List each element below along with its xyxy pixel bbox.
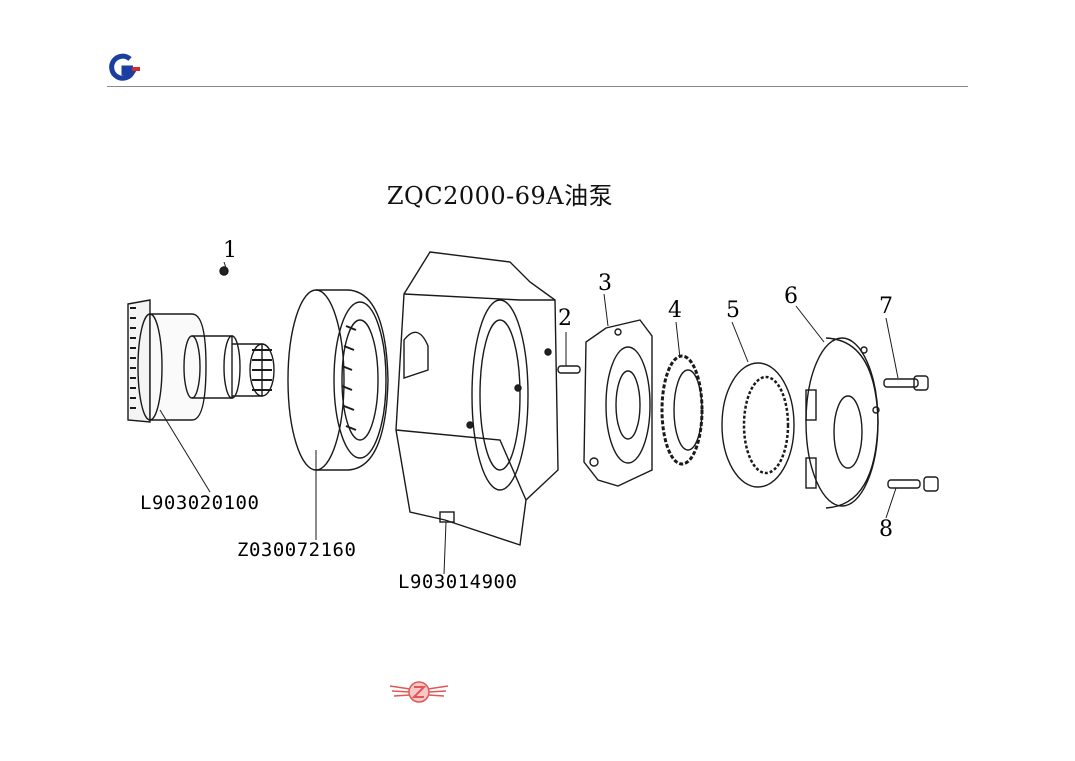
- part-4-gear: [660, 354, 704, 466]
- callout-6: 6: [784, 284, 798, 309]
- part-7-bolt: [883, 375, 929, 391]
- leader-lines: [159, 261, 899, 575]
- diagram-title: ZQC2000-69A油泵: [386, 182, 614, 210]
- callout-2: 2: [558, 306, 572, 331]
- shaft-assembly: [127, 299, 275, 423]
- header-divider: [107, 86, 968, 87]
- company-g-logo-icon: [109, 53, 140, 81]
- part-8-bolt: [887, 476, 939, 492]
- part-6-end-plate: [805, 337, 880, 509]
- part-2-pin: [557, 365, 581, 374]
- part-5-ring: [721, 362, 795, 488]
- bearing: [287, 289, 389, 471]
- part-number-shaft: L903020100: [140, 492, 260, 514]
- callout-7: 7: [879, 294, 893, 319]
- part-number-bearing: Z030072160: [237, 539, 357, 561]
- callout-5: 5: [726, 298, 740, 323]
- callout-8: 8: [879, 517, 893, 542]
- pump-housing: [395, 251, 559, 546]
- zf-winged-emblem-icon: [389, 681, 449, 703]
- callout-4: 4: [668, 298, 682, 323]
- part-3-plate: [583, 319, 653, 487]
- callout-3: 3: [598, 271, 612, 296]
- part-1-screw: [219, 266, 229, 276]
- part-number-housing: L903014900: [398, 571, 518, 593]
- callout-1: 1: [223, 238, 237, 263]
